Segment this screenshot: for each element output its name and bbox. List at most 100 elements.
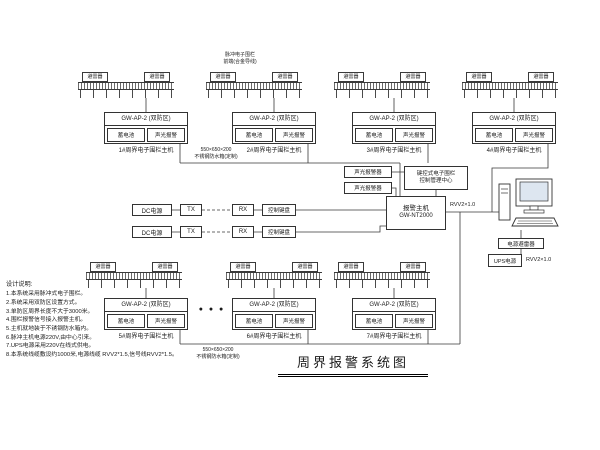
arrester-box: 避雷器 (272, 72, 298, 82)
arrester-box: 避雷器 (82, 72, 108, 82)
fence-hatch (226, 272, 322, 280)
fence-section-7: 避雷器 避雷器 (334, 262, 430, 288)
dc-power-box-2: DC电源 (132, 226, 172, 238)
alarm-host-name: 报警主机 (403, 205, 429, 213)
host-caption-7: 7#周界电子围栏主机 (366, 334, 422, 340)
arrester-box: 避雷器 (144, 72, 170, 82)
arrester-box: 避雷器 (338, 262, 364, 272)
fence-host-7: GW-AP-2 (双防区) 蓄电池 声光报警 (352, 298, 436, 330)
sound-light-label: 声光报警 (515, 128, 553, 142)
enclosure-note-top: 550×650×200 不锈钢防水箱(定制) (186, 147, 246, 160)
host-caption-2: 2#周界电子围栏主机 (246, 148, 302, 154)
fence-posts (336, 280, 428, 288)
computer-icon (498, 178, 559, 227)
enclosure-note-bottom: 550×650×200 不锈钢防水箱(定制) (188, 347, 248, 360)
management-center-line2: 控制管理中心 (419, 178, 453, 184)
fence-front-note: 脉冲电子围栏 前端(合金导线) (198, 52, 282, 65)
host-model-label: GW-AP-2 (双防区) (105, 299, 187, 312)
power-surge-protector-box: 电源避雷器 (498, 238, 544, 249)
design-note-item: 1.本系统采用脉冲式电子围栏。 (6, 291, 87, 298)
sound-light-label: 声光报警 (275, 128, 313, 142)
battery-label: 蓄电池 (107, 128, 145, 142)
fence-hatch (334, 82, 430, 90)
management-center-box: 键控式电子围栏 控制管理中心 (404, 166, 468, 190)
arrester-box: 避雷器 (400, 72, 426, 82)
cable-label-pc: RVV2×1.0 (450, 202, 476, 208)
fence-section-1: 避雷器 避雷器 (78, 72, 174, 98)
battery-label: 蓄电池 (475, 128, 513, 142)
host-caption-4: 4#周界电子围栏主机 (486, 148, 542, 154)
sound-light-label: 声光报警 (147, 128, 185, 142)
alarm-host-box: 报警主机 GW-NT2000 (386, 196, 446, 230)
design-note-item: 7.UPS电源采用220V在线式供电。 (6, 343, 95, 350)
fence-host-3: GW-AP-2 (双防区) 蓄电池 声光报警 (352, 112, 436, 144)
fence-hatch (86, 272, 182, 280)
fence-hatch (462, 82, 558, 90)
battery-label: 蓄电池 (355, 128, 393, 142)
rx-box-2: RX (232, 226, 254, 238)
continuation-dots: ● ● ● (198, 306, 226, 313)
dc-power-box-1: DC电源 (132, 204, 172, 216)
fence-hatch (334, 272, 430, 280)
sound-light-device-1: 声光报警器 (344, 166, 392, 178)
design-note-item: 8.本系统线缆敷设约1000米,电源线缆 RVV2*1.5,信号线RVV2*1.… (6, 352, 178, 359)
sound-light-label: 声光报警 (395, 314, 433, 328)
sound-light-device-2: 声光报警器 (344, 182, 392, 194)
enclosure-type: 不锈钢防水箱(定制) (196, 353, 240, 360)
arrester-box: 避雷器 (528, 72, 554, 82)
tx-box-2: TX (180, 226, 202, 238)
fence-posts (208, 90, 300, 98)
battery-label: 蓄电池 (235, 314, 273, 328)
arrester-box: 避雷器 (230, 262, 256, 272)
enclosure-size: 550×650×200 (202, 347, 234, 353)
cable-label-ups: RVV2×1.0 (526, 257, 552, 263)
fence-host-2: GW-AP-2 (双防区) 蓄电池 声光报警 (232, 112, 316, 144)
arrester-box: 避雷器 (90, 262, 116, 272)
fence-front-note-line1: 脉冲电子围栏 (224, 52, 255, 58)
management-computer (496, 174, 564, 237)
fence-section-3: 避雷器 避雷器 (334, 72, 430, 98)
host-caption-5: 5#周界电子围栏主机 (118, 334, 174, 340)
drawing-title: 周界报警系统图 (278, 352, 428, 377)
fence-host-1: GW-AP-2 (双防区) 蓄电池 声光报警 (104, 112, 188, 144)
battery-label: 蓄电池 (235, 128, 273, 142)
design-note-item: 6.脉冲主机电源220V,由中心引来。 (6, 334, 96, 341)
fence-section-4: 避雷器 避雷器 (462, 72, 558, 98)
fence-posts (228, 280, 320, 288)
host-model-label: GW-AP-2 (双防区) (473, 113, 555, 126)
keypad-box-1: 控制键盘 (262, 204, 296, 216)
fence-section-6: 避雷器 避雷器 (226, 262, 322, 288)
keypad-box-2: 控制键盘 (262, 226, 296, 238)
fence-posts (80, 90, 172, 98)
sound-light-label: 声光报警 (275, 314, 313, 328)
design-note-item: 5.主机就地装于不锈钢防水箱内。 (6, 326, 92, 333)
design-note-item: 3.单防区周界长度不大于3000米。 (6, 308, 94, 315)
sound-light-label: 声光报警 (395, 128, 433, 142)
ups-power-box: UPS电源 (488, 254, 522, 267)
arrester-box: 避雷器 (152, 262, 178, 272)
alarm-host-model: GW-NT2000 (399, 213, 433, 220)
design-notes: 设计说明: 1.本系统采用脉冲式电子围栏。 2.系统采用双防区设置方式。 3.单… (6, 280, 178, 360)
fence-host-4: GW-AP-2 (双防区) 蓄电池 声光报警 (472, 112, 556, 144)
sound-light-label: 声光报警 (147, 314, 185, 328)
tx-box-1: TX (180, 204, 202, 216)
host-model-label: GW-AP-2 (双防区) (353, 113, 435, 126)
fence-posts (336, 90, 428, 98)
design-notes-title: 设计说明: (6, 281, 33, 288)
host-model-label: GW-AP-2 (双防区) (353, 299, 435, 312)
host-caption-3: 3#周界电子围栏主机 (366, 148, 422, 154)
arrester-box: 避雷器 (338, 72, 364, 82)
arrester-box: 避雷器 (210, 72, 236, 82)
fence-posts (464, 90, 556, 98)
fence-host-5: GW-AP-2 (双防区) 蓄电池 声光报警 (104, 298, 188, 330)
enclosure-type: 不锈钢防水箱(定制) (194, 153, 238, 160)
host-model-label: GW-AP-2 (双防区) (105, 113, 187, 126)
host-model-label: GW-AP-2 (双防区) (233, 113, 315, 126)
arrester-box: 避雷器 (292, 262, 318, 272)
fence-host-6: GW-AP-2 (双防区) 蓄电池 声光报警 (232, 298, 316, 330)
fence-section-5: 避雷器 避雷器 (86, 262, 182, 288)
fence-hatch (206, 82, 302, 90)
arrester-box: 避雷器 (466, 72, 492, 82)
management-center-line1: 键控式电子围栏 (416, 171, 456, 178)
